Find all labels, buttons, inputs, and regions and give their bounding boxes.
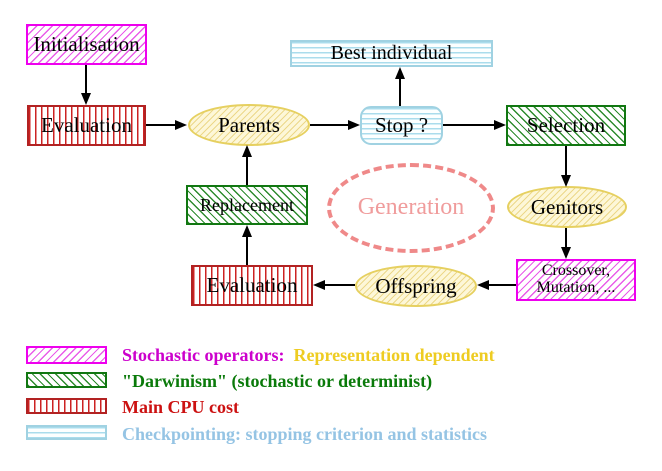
arrowhead-left-icon bbox=[477, 280, 489, 290]
arrowhead-up-icon bbox=[242, 145, 252, 157]
arrow-line bbox=[146, 124, 177, 126]
legend-swatch-checkpointing bbox=[26, 425, 107, 440]
legend-representation-text: Representation dependent bbox=[293, 345, 495, 365]
node-stop: Stop ? bbox=[360, 106, 443, 145]
arrow-line bbox=[489, 284, 516, 286]
arrow-line bbox=[85, 65, 87, 94]
legend-label-checkpointing: Checkpointing: stopping criterion and st… bbox=[122, 424, 488, 444]
arrowhead-up-icon bbox=[242, 225, 252, 237]
arrowhead-right-icon bbox=[494, 120, 506, 130]
node-replacement: Replacement bbox=[186, 185, 308, 225]
arrowhead-down-icon bbox=[561, 175, 571, 187]
arrow-line bbox=[310, 124, 349, 126]
arrow-line bbox=[443, 124, 495, 126]
node-genitors: Genitors bbox=[507, 186, 627, 228]
legend-swatch-darwinism bbox=[26, 372, 107, 388]
arrowhead-right-icon bbox=[348, 120, 360, 130]
legend-label-cpu-cost: Main CPU cost bbox=[122, 397, 239, 417]
arrowhead-down-icon bbox=[561, 247, 571, 259]
legend-label-darwinism: "Darwinism" (stochastic or determinist) bbox=[122, 371, 433, 391]
node-evaluation-bottom: Evaluation bbox=[191, 265, 313, 306]
legend-swatch-cpu-cost bbox=[26, 398, 107, 414]
arrowhead-left-icon bbox=[313, 280, 325, 290]
arrow-line bbox=[565, 228, 567, 248]
generation-cycle-ellipse: Generation bbox=[327, 163, 495, 253]
arrowhead-down-icon bbox=[81, 93, 91, 105]
legend-swatch-stochastic bbox=[26, 346, 107, 364]
node-crossover-mutation: Crossover, Mutation, ... bbox=[516, 259, 636, 301]
crossover-line1: Crossover, bbox=[541, 262, 611, 280]
arrowhead-up-icon bbox=[395, 67, 405, 79]
arrow-line bbox=[399, 79, 401, 106]
legend-label-stochastic: Stochastic operators: Representation depe… bbox=[122, 345, 495, 366]
arrow-line bbox=[325, 284, 355, 286]
arrowhead-right-icon bbox=[175, 120, 187, 130]
node-evaluation-top: Evaluation bbox=[27, 105, 146, 146]
node-selection: Selection bbox=[506, 105, 626, 146]
arrow-line bbox=[565, 146, 567, 176]
arrow-line bbox=[246, 157, 248, 185]
crossover-line2: Mutation, ... bbox=[536, 279, 616, 296]
node-offspring: Offspring bbox=[355, 265, 477, 307]
legend-stochastic-text: Stochastic operators: bbox=[122, 345, 285, 365]
node-initialisation: Initialisation bbox=[26, 24, 147, 65]
node-parents: Parents bbox=[188, 104, 310, 146]
node-best-individual: Best individual bbox=[290, 40, 493, 67]
arrow-line bbox=[246, 237, 248, 265]
